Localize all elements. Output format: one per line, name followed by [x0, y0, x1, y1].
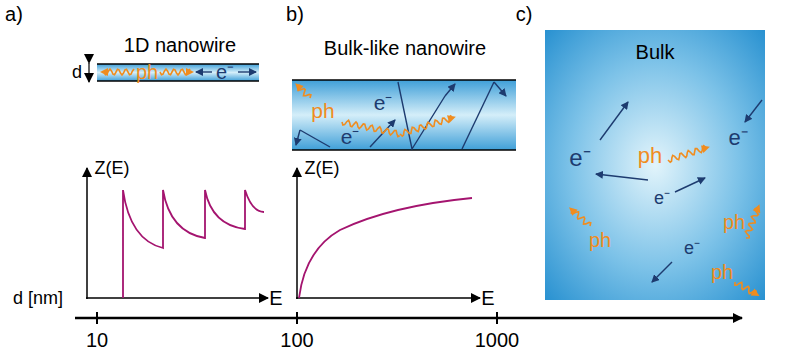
size-axis: [75, 312, 742, 324]
text-label: c): [516, 4, 533, 24]
electron-label: e⁻: [341, 126, 360, 147]
electron-label: e⁻: [728, 127, 747, 149]
phonon-label: ph: [136, 62, 158, 82]
text-label: d: [72, 63, 82, 81]
bulk-block: Bulk e⁻ ph e⁻ e⁻ ph ph e⁻ ph: [545, 30, 765, 300]
nanowire-band: [97, 64, 259, 81]
phonon-head: [753, 204, 760, 213]
phonon-wave: [745, 208, 758, 238]
electron-label: e⁻: [569, 146, 590, 170]
text-label: a): [5, 4, 23, 24]
nanowire-segment: 1D nanowirephe⁻: [97, 64, 259, 81]
electron-label: e⁻: [654, 189, 670, 207]
bulk-block: [545, 30, 765, 300]
electron-arrows: [196, 72, 762, 282]
phonon-label: ph: [311, 100, 334, 121]
text-label: E: [481, 288, 494, 308]
phonon-head: [447, 115, 456, 123]
phonon-label: ph: [589, 230, 611, 250]
electron-label: e⁻: [684, 239, 700, 257]
panel-title: Bulk-like nanowire: [324, 38, 486, 58]
diameter-arrow: [88, 63, 89, 82]
phonon-head: [751, 289, 760, 296]
nanowire-segment: Bulk-like nanowirephe⁻e⁻: [292, 80, 516, 150]
nanowire-band: [292, 80, 516, 150]
text-label: 10: [86, 330, 108, 350]
phonon-head: [295, 83, 303, 91]
text-label: E: [269, 288, 282, 308]
text-label: 1000: [475, 330, 520, 350]
text-label: 100: [280, 330, 313, 350]
phonon-wave: [400, 115, 451, 136]
panel-title: 1D nanowire: [124, 35, 236, 55]
electron-label: e⁻: [216, 62, 234, 82]
text-label: b): [286, 4, 304, 24]
text-label: Z(E): [305, 159, 340, 177]
phonon-label: ph: [638, 145, 662, 167]
phonon-head: [701, 145, 710, 153]
phonon-head: [100, 68, 108, 76]
phonon-wave: [104, 69, 134, 75]
dos-plot: [296, 168, 480, 299]
electron-label: e⁻: [374, 92, 393, 113]
phonon-wave: [160, 69, 190, 75]
phonon-head: [186, 68, 194, 76]
text-label: d [nm]: [13, 289, 63, 307]
phonon-wave: [668, 146, 706, 163]
phonon-head: [569, 207, 578, 215]
phonon-label: ph: [723, 212, 745, 232]
dos-plot: [86, 168, 268, 299]
text-label: Z(E): [95, 159, 130, 177]
panel-title: Bulk: [636, 42, 675, 62]
phonon-label: ph: [711, 262, 733, 282]
